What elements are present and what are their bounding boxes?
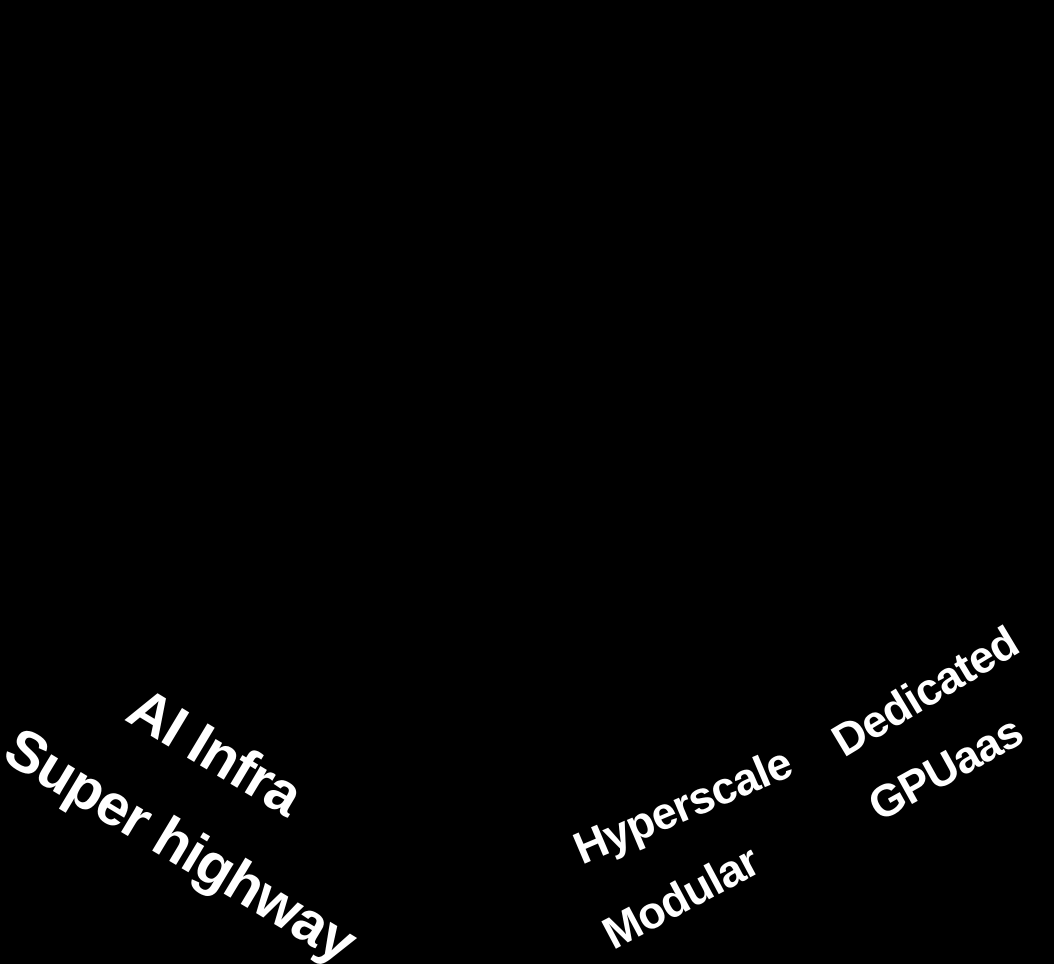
capability-label-hyperscale: Hyperscale	[566, 736, 799, 874]
